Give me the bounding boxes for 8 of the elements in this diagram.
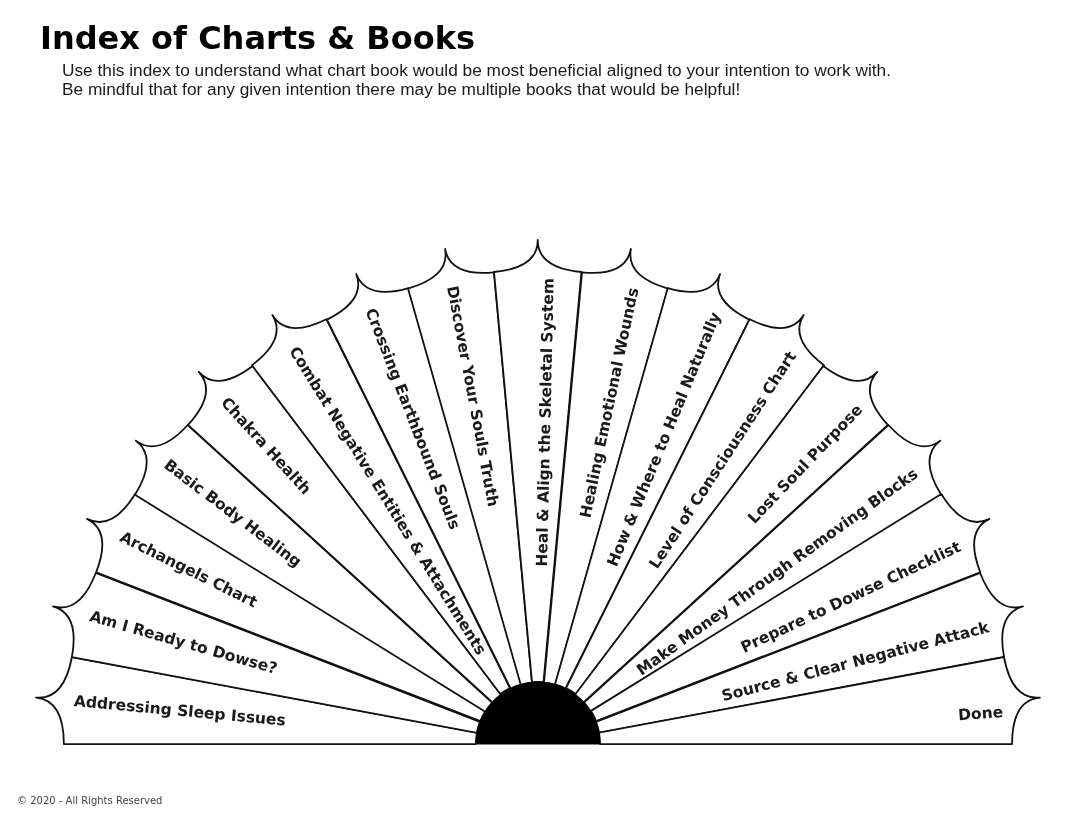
segment-label: Addressing Sleep Issues bbox=[73, 692, 287, 730]
intro-text: Be mindful that for any given intention there may be multiple books that would be helpful! bbox=[62, 80, 741, 99]
title: Index of Charts & Books bbox=[40, 18, 475, 58]
intro-text: Use this index to understand what chart book would be most beneficial aligned to your intention to work with. bbox=[62, 61, 891, 80]
segment-label: Done bbox=[957, 702, 1004, 724]
hub-semicircle bbox=[476, 682, 600, 744]
copyright-notice: © 2020 - All Rights Reserved bbox=[17, 794, 163, 807]
segment-label: Heal & Align the Skeletal System bbox=[533, 277, 558, 567]
